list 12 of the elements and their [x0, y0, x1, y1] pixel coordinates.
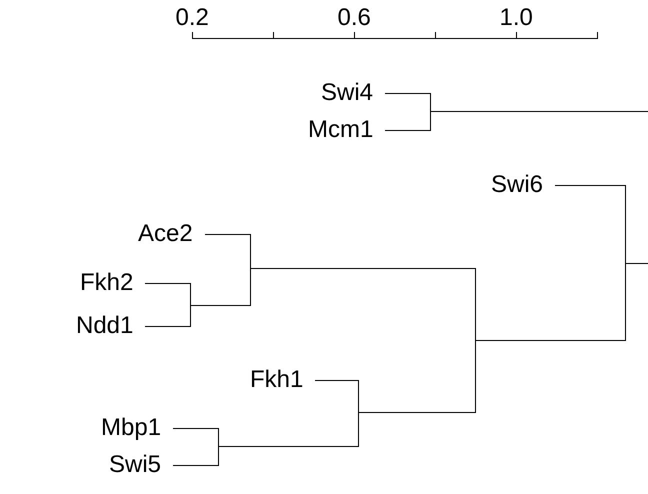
leaf-label: Swi4 — [321, 81, 374, 105]
tick-label: 0.2 — [176, 6, 209, 30]
tick-label: 1.0 — [500, 6, 533, 30]
leaf-label: Swi5 — [109, 453, 162, 477]
leaf-label: Swi6 — [491, 173, 544, 197]
leaf-label: Fkh1 — [250, 368, 304, 392]
leaf-label: Fkh2 — [80, 271, 134, 295]
leaf-label: Mbp1 — [101, 416, 162, 440]
tick-label: 0.6 — [338, 6, 371, 30]
leaf-label: Ndd1 — [76, 314, 134, 338]
leaf-label: Mcm1 — [308, 118, 374, 142]
leaf-label: Ace2 — [138, 222, 193, 246]
